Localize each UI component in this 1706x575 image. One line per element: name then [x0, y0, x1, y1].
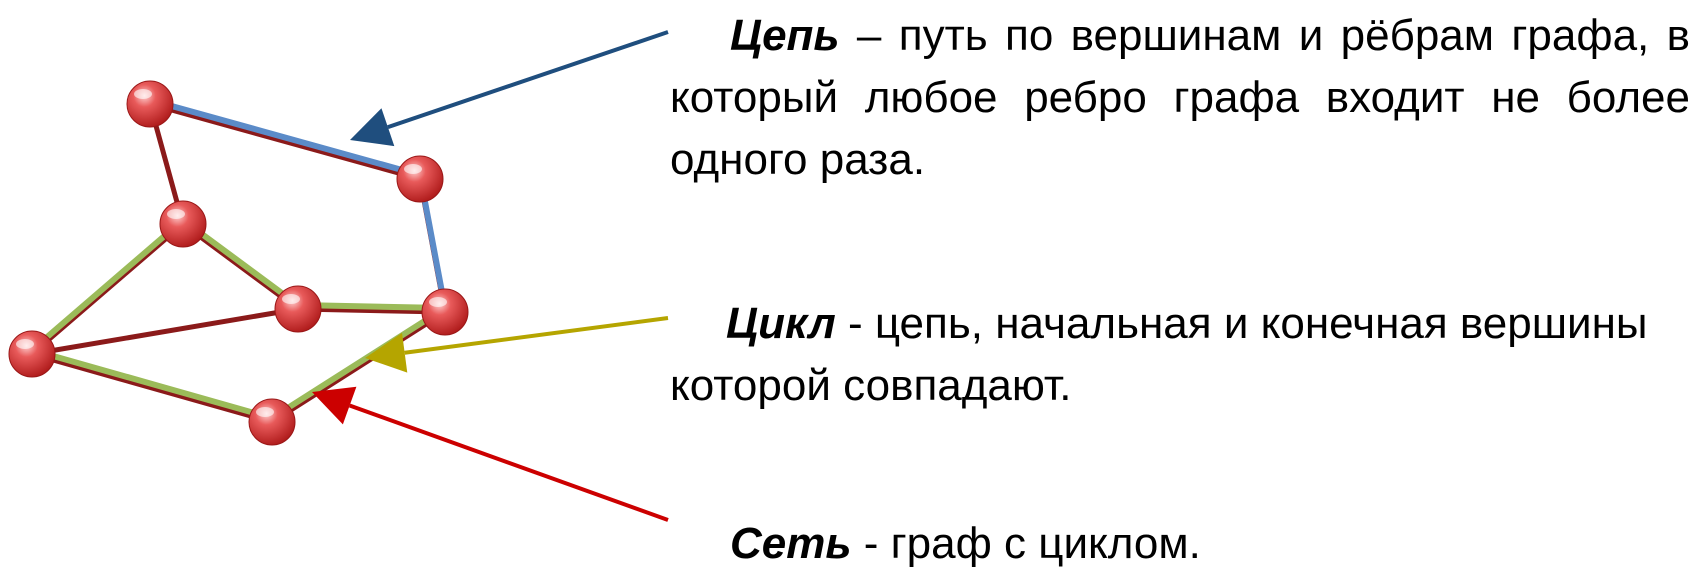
net-arrow: [312, 386, 669, 522]
node-B: [396, 155, 444, 203]
node-A: [126, 80, 174, 128]
edge-D-G: [29, 351, 275, 425]
node-D: [8, 330, 56, 378]
cycle-path: [29, 217, 448, 421]
cycle-arrow: [365, 316, 669, 373]
node-G: [248, 398, 296, 446]
edge-A-B: [147, 101, 423, 182]
net-text: - граф с циклом.: [851, 519, 1201, 568]
node-F: [421, 288, 469, 336]
chain-text: – путь по вершинам и рёбрам графа, в кот…: [670, 11, 1690, 184]
net-definition: Сеть - граф с циклом.: [730, 513, 1690, 575]
chain-arrow: [350, 30, 669, 147]
node-C: [159, 200, 207, 248]
callout-arrows: [312, 30, 669, 522]
node-E: [274, 285, 322, 333]
graph-nodes: [8, 80, 469, 446]
net-term: Сеть: [730, 519, 852, 568]
edge-E-F: [295, 306, 448, 315]
edge-C-E: [180, 221, 301, 312]
edge-C-D: [29, 221, 186, 357]
cycle-definition: Цикл - цепь, начальная и конечная вершин…: [670, 293, 1690, 417]
cycle-text: - цепь, начальная и конечная вершины кот…: [670, 299, 1648, 410]
highlight-paths: [29, 97, 448, 421]
chain-term: Цепь: [730, 11, 840, 60]
graph-edges: [29, 101, 448, 425]
edge-F-G: [269, 309, 448, 425]
chain-definition: Цепь – путь по вершинам и рёбрам графа, …: [670, 5, 1690, 191]
cycle-term: Цикл: [726, 299, 836, 348]
edge-D-E: [29, 306, 301, 357]
